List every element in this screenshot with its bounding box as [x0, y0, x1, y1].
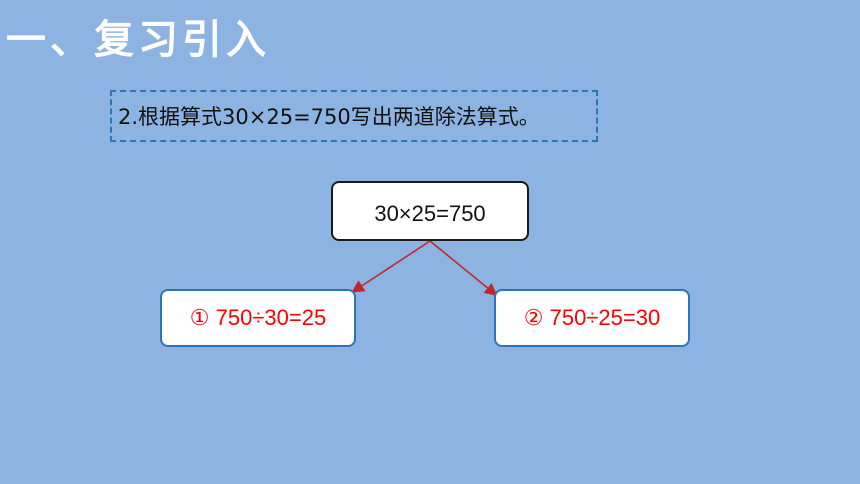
question-text: 2.根据算式30×25=750写出两道除法算式。	[118, 105, 540, 129]
answer-box-1: ① 750÷30=25	[160, 289, 356, 347]
left-arrow	[351, 240, 431, 293]
section-title: 一、复习引入	[6, 17, 270, 63]
root-equation-box: 30×25=750	[331, 181, 529, 241]
question-box: 2.根据算式30×25=750写出两道除法算式。	[110, 90, 598, 142]
answer-box-2: ② 750÷25=30	[494, 289, 690, 347]
right-arrow	[429, 240, 498, 297]
